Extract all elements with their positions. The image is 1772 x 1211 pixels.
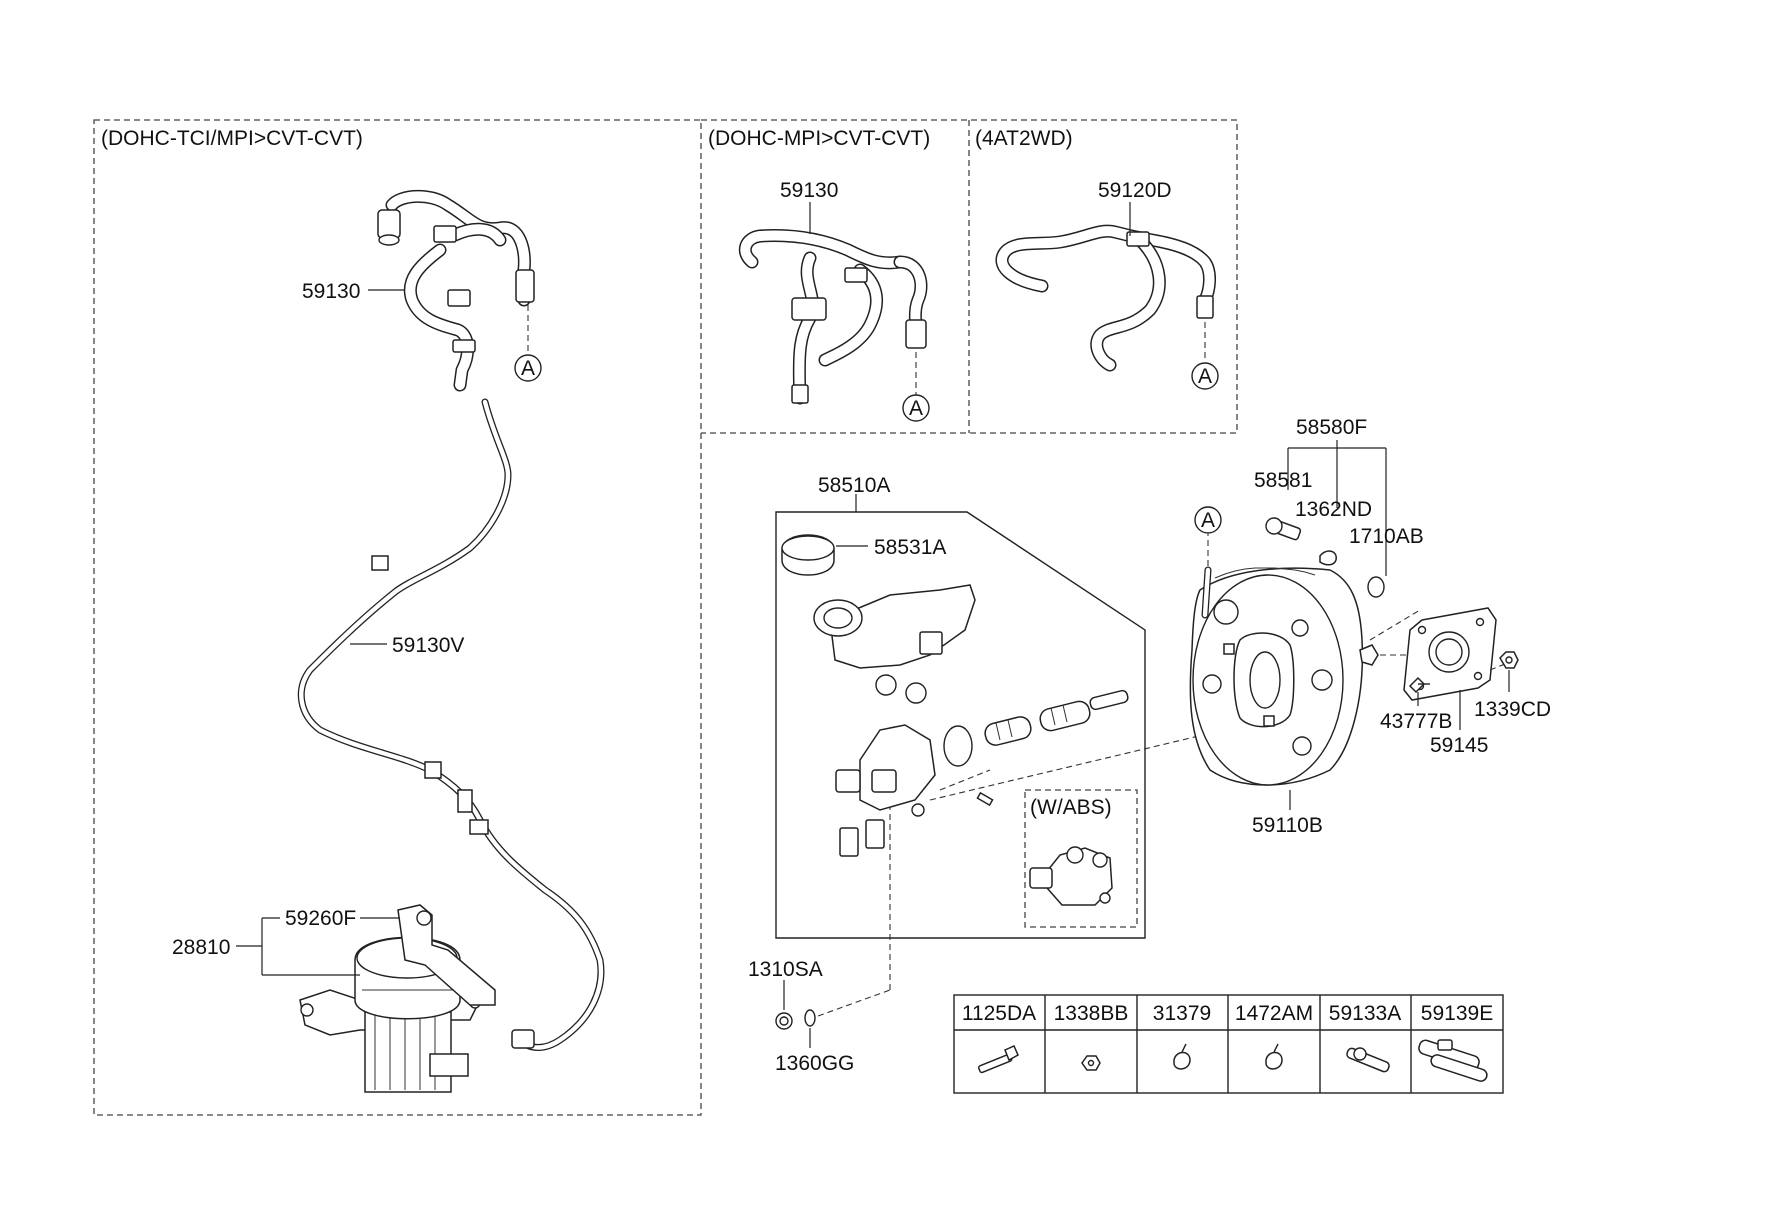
section-label-abs: (W/ABS) bbox=[1030, 796, 1112, 819]
callout-a-booster: A bbox=[1201, 509, 1215, 532]
vacuum-pump-28810 bbox=[299, 904, 496, 1093]
callout-a-right: A bbox=[1198, 365, 1212, 388]
part-label-59130v: 59130V bbox=[392, 634, 464, 657]
part-label-1310sa: 1310SA bbox=[748, 958, 823, 981]
section-label-left: (DOHC-TCI/MPI>CVT-CVT) bbox=[101, 127, 363, 150]
part-label-59130-middle: 59130 bbox=[780, 179, 838, 202]
part-label-1710ab: 1710AB bbox=[1349, 525, 1424, 548]
section-label-right: (4AT2WD) bbox=[975, 127, 1073, 150]
part-label-28810: 28810 bbox=[172, 936, 230, 959]
master-cylinder-body bbox=[813, 584, 976, 857]
part-label-59110b: 59110B bbox=[1252, 814, 1323, 837]
reservoir-cap-58531a bbox=[781, 534, 835, 576]
part-label-58531a: 58531A bbox=[874, 536, 946, 559]
part-label-1360gg: 1360GG bbox=[775, 1052, 854, 1075]
hose-59130-middle bbox=[738, 229, 930, 422]
part-label-1362nd: 1362ND bbox=[1295, 498, 1372, 521]
part-label-59145: 59145 bbox=[1430, 734, 1488, 757]
middle-section-box bbox=[701, 119, 1238, 434]
hardware-column-6: 59139E bbox=[1421, 1002, 1493, 1025]
pipe-59130v bbox=[297, 398, 605, 1051]
washer-1360gg bbox=[804, 1009, 816, 1027]
nut-1338bb bbox=[1081, 1055, 1101, 1071]
hardware-column-2: 1338BB bbox=[1054, 1002, 1129, 1025]
gasket-59145 bbox=[1403, 607, 1497, 701]
nut-1310sa bbox=[775, 1012, 793, 1030]
hose-59120d bbox=[995, 224, 1219, 390]
left-section-box bbox=[93, 119, 702, 1116]
master-cylinder-frame bbox=[775, 511, 1146, 939]
part-label-58580f: 58580F bbox=[1296, 416, 1367, 439]
abs-master-cylinder bbox=[1029, 846, 1113, 906]
clip-1472am bbox=[1265, 1043, 1283, 1070]
valve-59139e bbox=[1418, 1039, 1488, 1082]
part-label-59130-left: 59130 bbox=[302, 280, 360, 303]
part-label-59120d: 59120D bbox=[1098, 179, 1172, 202]
clip-31379 bbox=[1173, 1043, 1191, 1070]
part-label-43777b: 43777B bbox=[1380, 710, 1452, 733]
section-label-middle: (DOHC-MPI>CVT-CVT) bbox=[708, 127, 930, 150]
part-label-59260f: 59260F bbox=[285, 907, 356, 930]
piston-assembly bbox=[943, 689, 1129, 807]
abs-inset-box bbox=[1024, 789, 1138, 928]
check-valve-59133a bbox=[1346, 1047, 1390, 1073]
clevis-pin-43777b bbox=[1408, 676, 1430, 694]
hose-59130-left bbox=[377, 189, 542, 392]
mc-to-booster-line bbox=[929, 719, 1267, 801]
bolt-1125da bbox=[977, 1045, 1019, 1074]
clip-1362nd bbox=[1319, 550, 1337, 566]
hardware-column-3: 31379 bbox=[1153, 1002, 1211, 1025]
hardware-table bbox=[953, 994, 1504, 1094]
callout-a-middle: A bbox=[909, 397, 923, 420]
part-label-1339cd: 1339CD bbox=[1474, 698, 1551, 721]
ring-1710ab bbox=[1367, 576, 1385, 598]
nut-1339cd bbox=[1499, 651, 1519, 669]
pin-58581 bbox=[1265, 517, 1302, 541]
brake-booster-59110b bbox=[1189, 566, 1379, 786]
hardware-column-5: 59133A bbox=[1329, 1002, 1401, 1025]
hardware-column-1: 1125DA bbox=[962, 1002, 1036, 1025]
hardware-column-4: 1472AM bbox=[1235, 1002, 1313, 1025]
part-label-58581: 58581 bbox=[1254, 469, 1312, 492]
section-boxes bbox=[93, 119, 1238, 1116]
part-label-58510a: 58510A bbox=[818, 474, 890, 497]
callout-a-left: A bbox=[521, 357, 535, 380]
